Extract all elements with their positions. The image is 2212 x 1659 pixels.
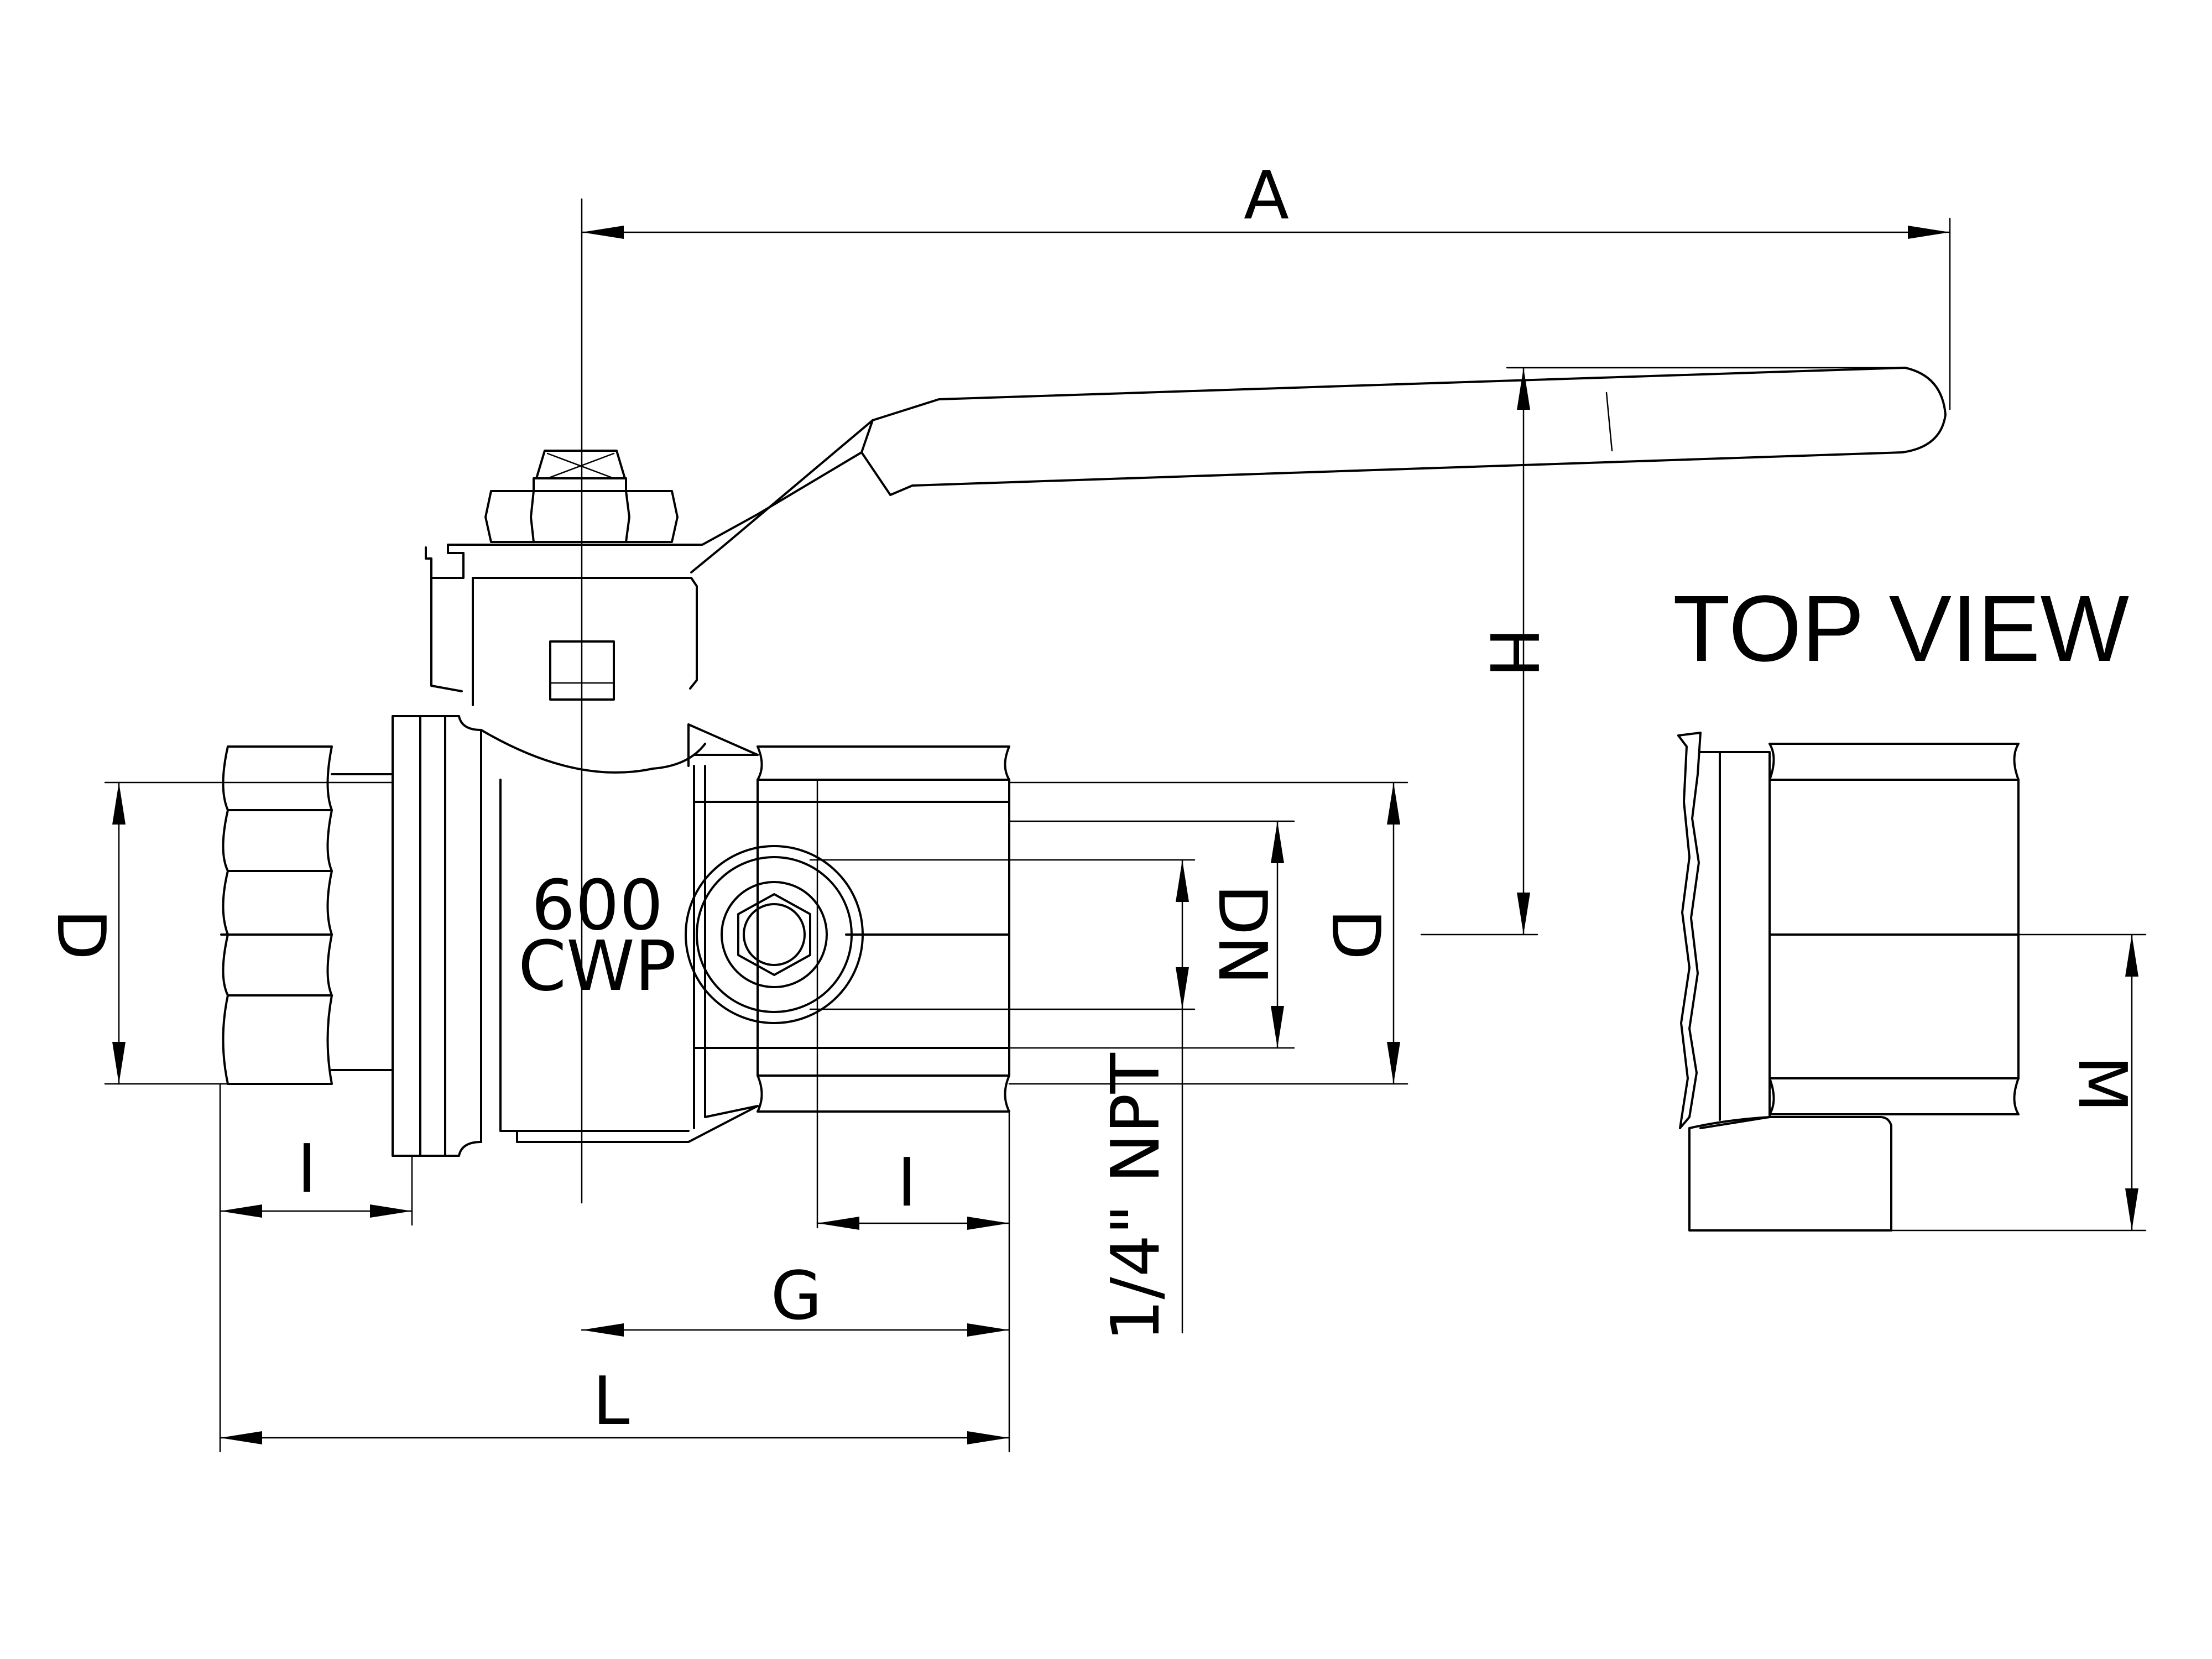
dim-label-h: H <box>1474 628 1551 677</box>
top-view-title: TOP VIEW <box>1673 576 2129 681</box>
dim-label-dn: DN <box>1203 884 1280 985</box>
dim-label-i-right: I <box>897 1145 916 1222</box>
dimension-lines <box>104 198 1951 1453</box>
stem-nut <box>484 450 679 543</box>
front-view: 600 CWP <box>42 158 1951 1453</box>
dim-label-g: G <box>771 1258 822 1335</box>
dim-label-i-left: I <box>297 1131 316 1208</box>
dim-label-a: A <box>1244 158 1289 234</box>
side-port <box>685 845 864 1024</box>
handle-lever <box>425 367 1947 692</box>
bonnet <box>472 577 698 706</box>
left-hex-end <box>220 745 394 1085</box>
body-marking-600: 600 <box>531 865 664 946</box>
break-edge <box>1677 732 1702 1129</box>
valve-body <box>480 723 759 1143</box>
top-view: TOP VIEW M <box>1673 576 2147 1232</box>
dim-label-d-right: D <box>1317 909 1394 960</box>
dim-label-npt: 1/4" NPT <box>1098 1052 1175 1342</box>
flange <box>392 715 482 1157</box>
body-marking-cwp: CWP <box>518 926 676 1006</box>
dim-label-d-left: D <box>42 909 119 960</box>
dim-label-l: L <box>593 1363 630 1440</box>
dim-label-m: M <box>2063 1055 2140 1113</box>
